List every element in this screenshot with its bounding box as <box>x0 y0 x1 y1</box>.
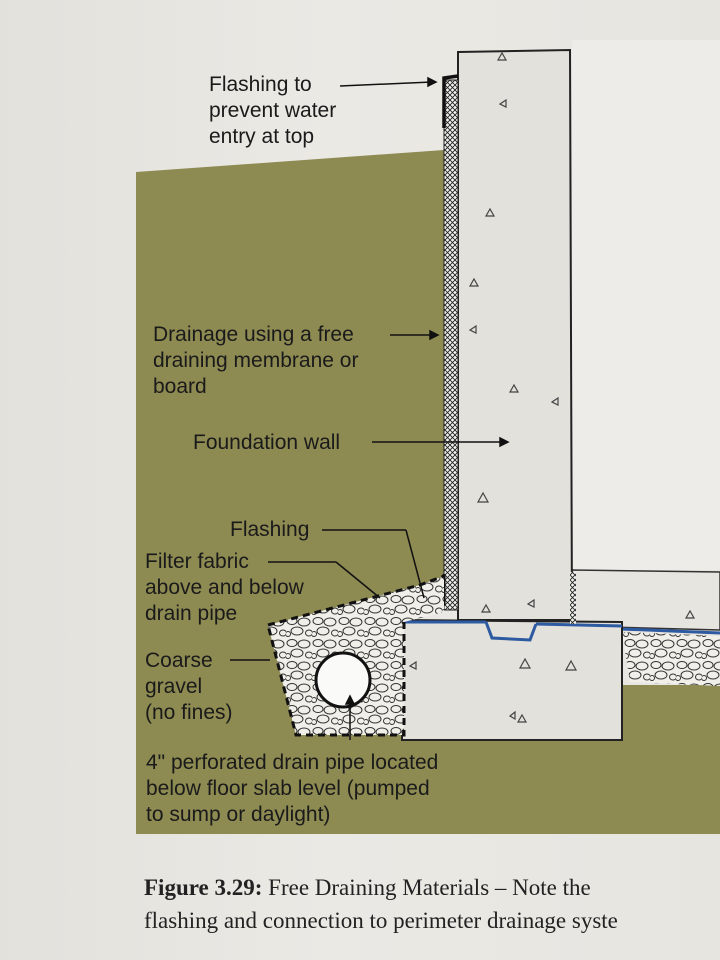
foundation-wall <box>457 48 574 621</box>
drain-pipe <box>314 651 372 709</box>
caption-title: Free Draining Materials – Note the <box>262 875 591 900</box>
concrete-aggregate <box>408 51 696 723</box>
interior-space <box>572 40 720 570</box>
label-coarse-gravel: Coarse gravel (no fines) <box>145 649 233 724</box>
figure-caption-line2: flashing and connection to perimeter dra… <box>144 908 618 933</box>
caption-figure-number: Figure 3.29: <box>144 875 263 900</box>
label-drainage-membrane: Drainage using a free draining membrane … <box>153 323 359 398</box>
label-filter-fabric: Filter fabric above and below drain pipe <box>145 550 304 625</box>
top-flashing <box>442 74 459 128</box>
footing-keyway <box>484 621 538 642</box>
label-flashing-top: Flashing to prevent water entry at top <box>209 73 337 148</box>
interior-membrane <box>570 572 576 624</box>
label-flashing: Flashing <box>230 518 310 541</box>
label-foundation-wall: Foundation wall <box>193 431 341 454</box>
figure-caption: Figure 3.29: Free Draining Materials – N… <box>144 872 720 903</box>
drainage-membrane <box>443 79 459 611</box>
footing-waterproofing-right <box>535 622 623 628</box>
leader-lines <box>230 76 510 740</box>
label-drain-pipe: 4" perforated drain pipe located below f… <box>146 751 439 826</box>
sub-slab-gravel <box>622 632 720 686</box>
